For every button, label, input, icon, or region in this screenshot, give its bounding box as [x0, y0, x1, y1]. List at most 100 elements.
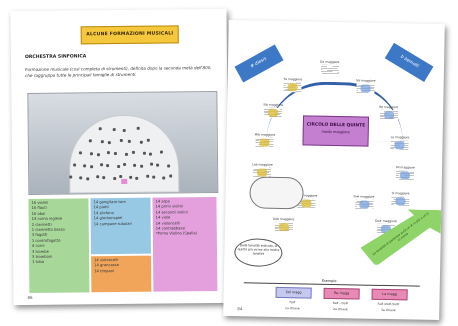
musician-mark: [152, 175, 156, 179]
key-signature: Sol maggiore: [355, 78, 376, 94]
musician-mark: [112, 177, 116, 181]
musician-mark: [168, 174, 172, 178]
musician-mark: [100, 140, 104, 144]
staff-icon: [379, 109, 398, 121]
instrument-item: *Primo Violino (Spalla): [155, 231, 198, 237]
page-number: 86: [27, 294, 33, 300]
musician-mark: [102, 176, 106, 180]
key-signature: La maggiore: [390, 135, 410, 151]
key-label: Fa maggiore: [283, 77, 303, 82]
instrument-item: 14 campane tubolari: [93, 221, 133, 226]
musician-mark: [129, 175, 133, 179]
musician-mark: [119, 138, 123, 142]
example-foot-2: 2a chiave: [333, 307, 348, 312]
key-signature: Fa# maggiore: [353, 194, 375, 210]
staff-icon: [320, 64, 339, 76]
right-page: # diesis b bemolli CIRCOLO DELLE QUINTE …: [223, 19, 445, 321]
key-label: Do# maggiore: [374, 218, 397, 224]
musician-mark: [69, 175, 73, 179]
orchestra-tag: [121, 178, 128, 184]
musician-mark: [139, 140, 143, 144]
key-label: Mi maggiore: [396, 165, 415, 170]
staff-icon: [390, 140, 409, 151]
musician-mark: [78, 151, 82, 155]
sharps-arrow: # diesis: [234, 44, 284, 83]
staff-icon: [255, 137, 274, 148]
circle-title: CIRCOLO DELLE QUINTE: [306, 122, 366, 129]
key-signature: Lab maggiore: [252, 162, 273, 178]
key-signature: Si maggiore: [391, 191, 410, 207]
musician-mark: [89, 152, 93, 156]
key-signature: Re maggiore: [379, 104, 399, 121]
instrument-item: 1 tuba: [32, 260, 45, 265]
staff-icon: [391, 196, 410, 207]
musician-mark: [100, 163, 104, 167]
page-number: 84: [237, 306, 243, 312]
hint-bubble: Dalla tonalità indicata, la quinta più v…: [234, 238, 283, 268]
key-label: Si maggiore: [391, 191, 410, 196]
key-label: Sol maggiore: [355, 78, 376, 83]
key-label: Mib maggiore: [254, 132, 276, 137]
musician-mark: [85, 177, 89, 181]
musician-mark: [124, 152, 128, 156]
key-label: Sib maggiore: [263, 102, 284, 108]
musician-mark: [96, 175, 100, 179]
key-label: La maggiore: [390, 135, 410, 140]
musician-mark: [166, 164, 170, 168]
section-title: ORCHESTRA SINFONICA: [24, 54, 87, 60]
key-signature: Mib maggiore: [254, 132, 276, 148]
staff-icon: [263, 107, 283, 118]
key-signature: Dob maggiore: [273, 216, 295, 233]
musician-mark: [89, 165, 93, 169]
staff-icon: [274, 221, 293, 233]
example-foot-1: 1a chiave: [285, 306, 300, 311]
example-foot-3: 3a chiave: [381, 307, 396, 313]
example-notes-1: Fa#: [289, 300, 296, 305]
musician-mark: [114, 152, 118, 156]
example-label: Esempio:: [321, 278, 338, 284]
flats-arrow: b bemolli: [384, 42, 434, 83]
key-label: Dob maggiore: [273, 216, 295, 222]
orchestra-seating-photo: [27, 90, 219, 195]
musician-mark: [79, 176, 83, 180]
key-signature: Fa maggiore: [283, 77, 303, 93]
key-signature: Mi maggiore: [396, 165, 415, 181]
staff-icon: [396, 170, 415, 181]
musician-mark: [145, 174, 149, 178]
instrument-item: 14 timpani: [94, 268, 115, 274]
musician-mark: [116, 165, 120, 169]
musician-mark: [98, 127, 102, 131]
key-signature: Do maggiore: [320, 60, 339, 76]
example-key-2: Re magg: [323, 287, 360, 300]
example-notes-2: Fa# - Do#: [332, 301, 349, 306]
musician-mark: [131, 150, 135, 154]
musician-mark: [150, 162, 154, 166]
staff-icon: [354, 199, 373, 210]
example-key-1: Sol magg: [275, 286, 312, 299]
musician-mark: [112, 128, 116, 132]
circle-subtitle: modo maggiore: [321, 129, 350, 135]
page-banner: ALCUNE FORMAZIONI MUSICALI: [80, 25, 179, 45]
staff-icon: [356, 83, 375, 94]
key-label: Fa# maggiore: [353, 194, 375, 199]
key-signature: Sib maggiore: [263, 103, 283, 118]
musician-mark: [139, 164, 143, 168]
circle-title-box: CIRCOLO DELLE QUINTE modo maggiore: [302, 115, 370, 147]
example-notes-3: Fa#-Do#-Sol#: [377, 301, 400, 307]
key-label: Re maggiore: [379, 104, 399, 110]
musician-mark: [160, 150, 164, 154]
musician-mark: [142, 151, 146, 155]
key-label: Lab maggiore: [252, 162, 273, 167]
musician-mark: [119, 174, 123, 179]
musician-mark: [122, 128, 126, 132]
musician-mark: [96, 153, 100, 157]
musician-mark: [147, 138, 151, 142]
musician-mark: [88, 139, 92, 143]
example-key-3: La magg: [371, 288, 408, 301]
